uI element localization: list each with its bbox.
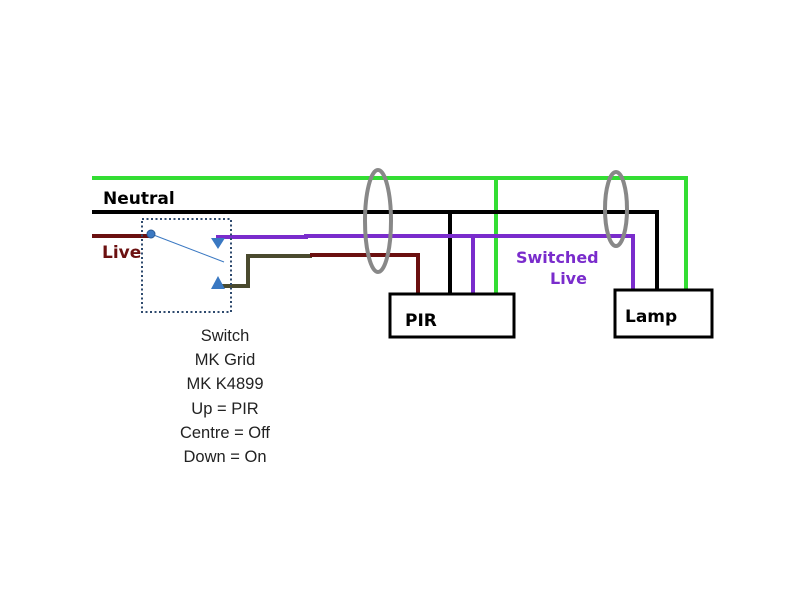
switch-enclosure	[141, 218, 232, 313]
pir-feed-wire	[218, 253, 420, 293]
neutral-label: Neutral	[103, 189, 175, 209]
pir-box	[388, 292, 516, 339]
earth-main	[92, 176, 688, 289]
switch-output-segment	[218, 254, 312, 288]
neutral-main	[92, 210, 659, 289]
switch-contact-down-icon	[211, 276, 225, 289]
switched-live-main	[216, 234, 635, 289]
switch-contact-up-icon	[211, 238, 225, 249]
cable-sleeve-2	[603, 170, 629, 248]
switch-notes: Switch MK Grid MK K4899 Up = PIR Centre …	[150, 324, 300, 469]
lamp-label: Lamp	[625, 307, 677, 327]
note-line: Up = PIR	[191, 399, 259, 418]
switch-lever	[150, 233, 225, 263]
switched-live-wire	[216, 234, 635, 293]
note-line: MK K4899	[186, 375, 264, 394]
note-line: Switch	[200, 327, 250, 345]
switched-live-label-line2: Live	[550, 269, 587, 288]
note-line: Centre = Off	[179, 423, 271, 442]
note-line: Down = On	[183, 448, 267, 467]
switch-pivot	[146, 229, 156, 239]
pir-label: PIR	[405, 311, 437, 331]
switched-live-label-line1: Switched	[516, 248, 599, 267]
pir-device: PIR	[388, 292, 516, 339]
neutral-wire	[92, 210, 659, 293]
lamp-device: Lamp	[613, 288, 714, 339]
note-line: MK Grid	[194, 351, 256, 370]
pir-live-segment	[310, 253, 420, 293]
cable-sleeve-1	[363, 168, 393, 274]
live-label: Live	[102, 243, 141, 263]
lamp-box	[613, 288, 714, 339]
switch	[141, 218, 232, 313]
